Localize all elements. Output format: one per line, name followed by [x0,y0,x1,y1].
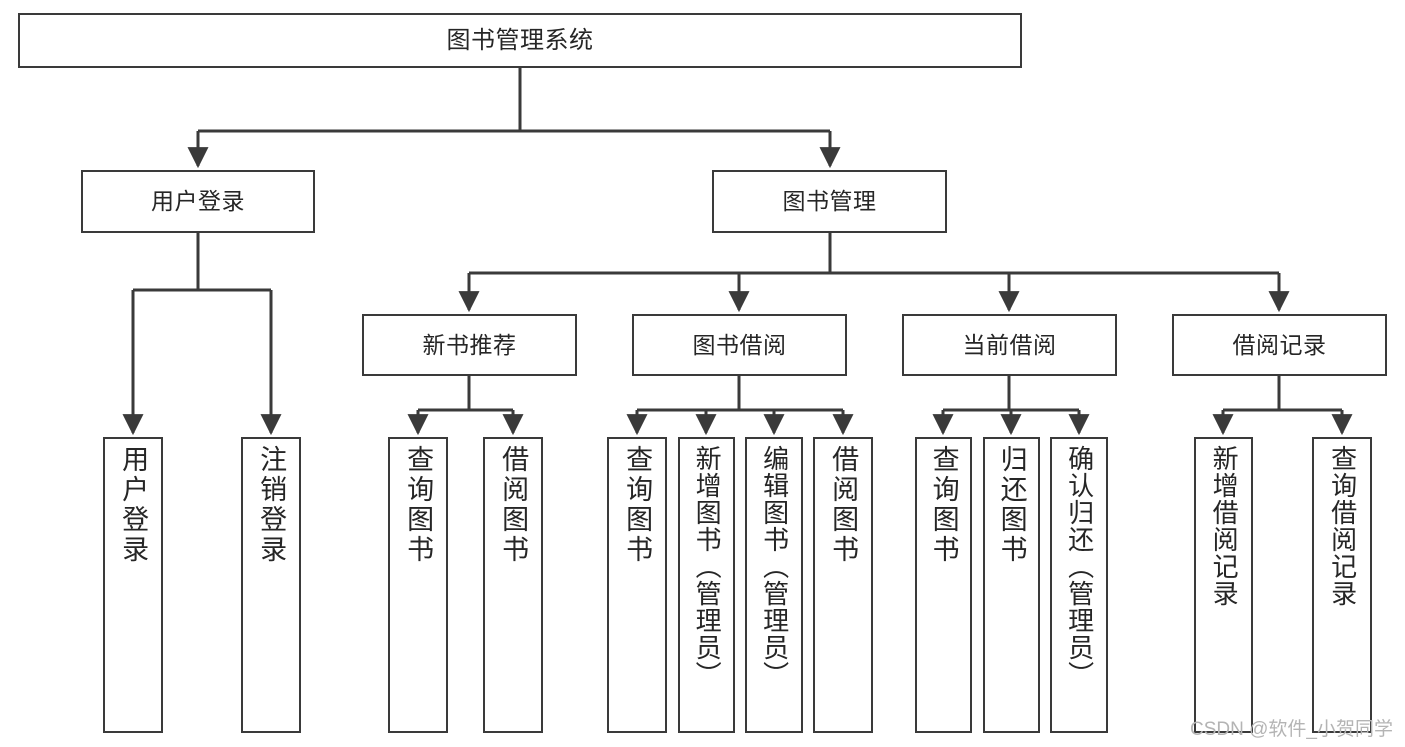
node-current-borrowing[interactable]: 当前借阅 [902,314,1117,376]
leaf-user-login-login[interactable]: 用户登录 [103,437,163,733]
node-book-borrowing[interactable]: 图书借阅 [632,314,847,376]
leaf-current-borrow-return-book[interactable]: 归还图书 [983,437,1040,733]
node-label: 图书管理系统 [446,26,594,54]
node-new-book-recommendation[interactable]: 新书推荐 [362,314,577,376]
leaf-new-book-borrow-book[interactable]: 借阅图书 [483,437,543,733]
node-label: 借阅图书 [498,445,529,565]
node-label: 借阅记录 [1232,331,1327,358]
leaf-book-borrow-add-book-admin[interactable]: 新增图书（管理员） [678,437,735,733]
node-label: 查询借阅记录 [1327,445,1358,607]
leaf-book-borrow-query-book[interactable]: 查询图书 [607,437,667,733]
leaf-borrow-record-query-record[interactable]: 查询借阅记录 [1312,437,1372,733]
leaf-current-borrow-confirm-return-admin[interactable]: 确认归还（管理员） [1050,437,1108,733]
node-label: 借阅图书 [828,445,859,565]
leaf-book-borrow-borrow-book[interactable]: 借阅图书 [813,437,873,733]
node-label: 图书借阅 [692,331,787,358]
node-label: 编辑图书（管理员） [759,445,790,688]
node-label: 确认归还（管理员） [1064,445,1095,688]
leaf-user-login-logout[interactable]: 注销登录 [241,437,301,733]
node-book-management[interactable]: 图书管理 [712,170,947,233]
node-label: 当前借阅 [962,331,1057,358]
node-user-login[interactable]: 用户登录 [81,170,315,233]
leaf-current-borrow-query-book[interactable]: 查询图书 [915,437,972,733]
node-label: 用户登录 [151,188,245,214]
node-label: 查询图书 [928,445,959,565]
leaf-new-book-query-book[interactable]: 查询图书 [388,437,448,733]
watermark: CSDN @软件_小贺同学 [1190,719,1393,740]
leaf-book-borrow-edit-book-admin[interactable]: 编辑图书（管理员） [745,437,803,733]
node-label: 查询图书 [403,445,434,565]
leaf-borrow-record-add-record[interactable]: 新增借阅记录 [1194,437,1253,733]
node-label: 查询图书 [622,445,653,565]
node-label: 用户登录 [118,445,149,565]
node-label: 新增图书（管理员） [692,445,723,688]
node-borrowing-record[interactable]: 借阅记录 [1172,314,1387,376]
node-label: 注销登录 [256,445,287,565]
node-root-library-management-system[interactable]: 图书管理系统 [18,13,1022,68]
node-label: 图书管理 [782,188,877,214]
node-label: 新书推荐 [422,331,517,358]
node-label: 新增借阅记录 [1209,445,1240,607]
node-label: 归还图书 [996,445,1027,565]
